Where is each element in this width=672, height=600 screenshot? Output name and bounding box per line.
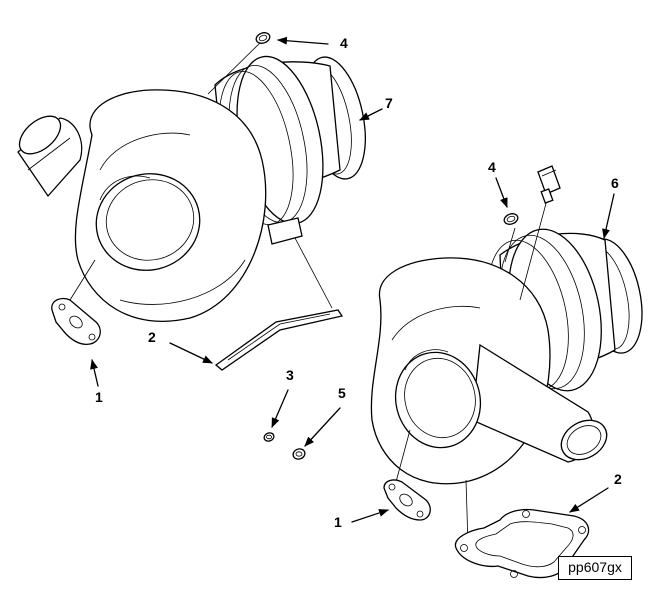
left-turbocharger xyxy=(17,39,366,322)
o-ring-right xyxy=(503,213,519,225)
callout-labels: 4 7 1 2 3 5 4 6 1 2 xyxy=(95,35,622,530)
figure-id-label: pp607gx xyxy=(558,556,632,580)
callout-5: 5 xyxy=(338,385,346,401)
right-turbocharger xyxy=(370,195,643,546)
oil-drain-gasket-right xyxy=(383,479,431,521)
callout-2-left: 2 xyxy=(148,329,156,345)
callout-4-upper: 4 xyxy=(340,35,348,51)
callout-2-right: 2 xyxy=(614,471,622,487)
callout-6: 6 xyxy=(611,175,619,191)
inlet-gasket-right xyxy=(454,508,590,579)
callout-1-left: 1 xyxy=(95,389,103,405)
o-ring-upper xyxy=(255,32,271,44)
callout-arrows xyxy=(90,36,615,523)
turbo-speed-sensor xyxy=(537,165,561,204)
callout-7: 7 xyxy=(385,95,393,111)
seal-ring-5 xyxy=(292,448,306,460)
inlet-gasket-left xyxy=(214,309,344,371)
oil-drain-gasket-left xyxy=(51,297,101,346)
callout-3: 3 xyxy=(286,367,294,383)
seal-ring-3 xyxy=(263,432,275,442)
callout-1-right: 1 xyxy=(334,514,342,530)
callout-4-right: 4 xyxy=(488,159,496,175)
